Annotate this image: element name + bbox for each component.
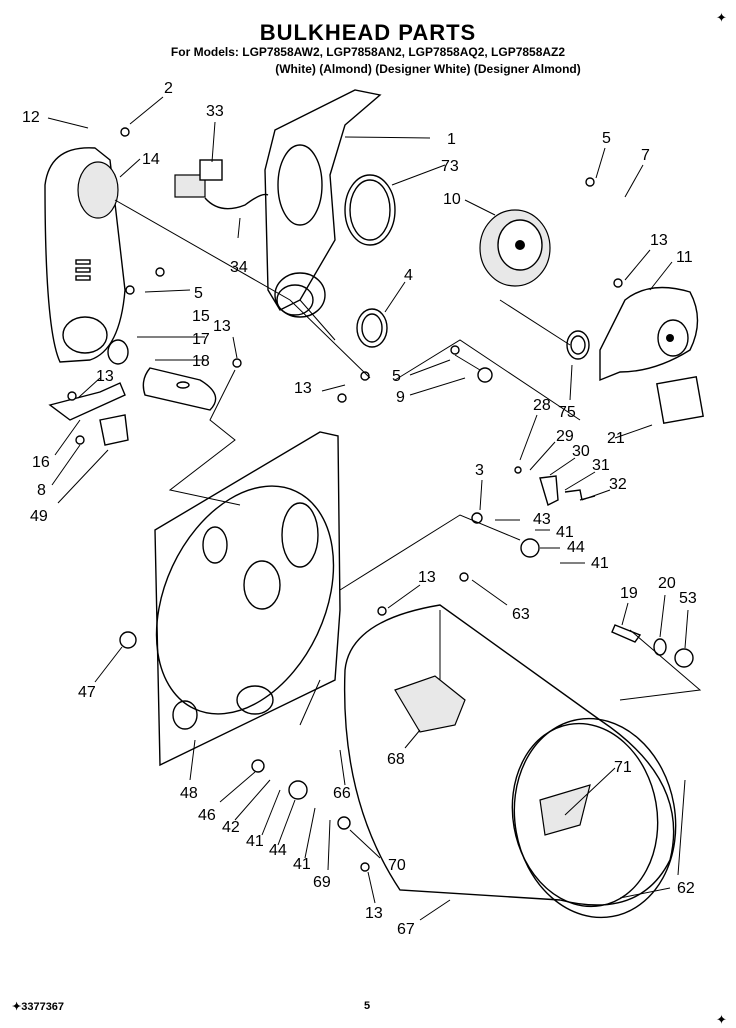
seal-part (344, 174, 396, 246)
callout-41: 41 (293, 856, 311, 873)
callout-53: 53 (679, 590, 697, 607)
model-list: For Models: LGP7858AW2, LGP7858AN2, LGP7… (170, 45, 566, 59)
callout-75: 75 (558, 404, 576, 421)
callout-13: 13 (365, 905, 383, 922)
roller-part (288, 780, 308, 800)
callout-34: 34 (230, 259, 248, 276)
doc-number: 3377367 (21, 1001, 65, 1013)
callout-42: 42 (222, 819, 240, 836)
callout-33: 33 (206, 103, 224, 120)
roller-part (520, 538, 540, 558)
callout-70: 70 (388, 857, 406, 874)
front-panel-part (44, 147, 126, 363)
blower-wheel-part (479, 209, 551, 287)
callout-9: 9 (396, 389, 405, 406)
bulkhead-housing-part (264, 89, 382, 318)
screw-part (67, 127, 623, 872)
callout-13: 13 (213, 318, 231, 335)
callout-16: 16 (32, 454, 50, 471)
callout-14: 14 (142, 151, 160, 168)
blower-housing-part (599, 286, 699, 382)
callout-69: 69 (313, 874, 331, 891)
knob-part (674, 648, 694, 668)
callout-13: 13 (650, 232, 668, 249)
callout-47: 47 (78, 684, 96, 701)
callout-41: 41 (246, 833, 264, 850)
idler-part (539, 475, 559, 506)
callout-11: 11 (676, 249, 693, 266)
bracket-part (48, 382, 129, 446)
doc-number-mark: ✦ (12, 1001, 22, 1013)
bearing-part (477, 367, 493, 383)
callout-31: 31 (592, 457, 610, 474)
callout-12: 12 (22, 109, 40, 126)
callout-30: 30 (572, 443, 590, 460)
callout-41: 41 (591, 555, 609, 572)
callout-28: 28 (533, 397, 551, 414)
callout-17: 17 (192, 331, 210, 348)
leader-lines (47, 96, 689, 921)
page-title: BULKHEAD PARTS (259, 20, 477, 45)
callout-29: 29 (556, 428, 574, 445)
drum-part (343, 604, 677, 919)
page-number: 5 (364, 1000, 371, 1012)
callout-13: 13 (294, 380, 312, 397)
callout-19: 19 (620, 585, 638, 602)
label-part (656, 376, 704, 424)
callout-48: 48 (180, 785, 198, 802)
color-list: (White) (Almond) (Designer White) (Desig… (275, 62, 581, 76)
callout-20: 20 (658, 575, 676, 592)
callout-18: 18 (192, 353, 210, 370)
callout-68: 68 (387, 751, 405, 768)
callout-32: 32 (609, 476, 627, 493)
callout-4: 4 (404, 267, 413, 284)
corner-mark: ✦ (716, 10, 727, 25)
corner-mark: ✦ (716, 1012, 727, 1027)
callout-71: 71 (614, 759, 632, 776)
callout-44: 44 (567, 539, 585, 556)
callout-8: 8 (37, 482, 46, 499)
callout-2: 2 (164, 80, 173, 97)
callout-13: 13 (418, 569, 436, 586)
callout-1: 1 (447, 131, 456, 148)
callout-49: 49 (30, 508, 48, 525)
callout-5: 5 (194, 285, 203, 302)
callout-73: 73 (441, 158, 459, 175)
duct-part (107, 339, 217, 411)
callout-41: 41 (556, 524, 574, 541)
callout-63: 63 (512, 606, 530, 623)
callout-67: 67 (397, 921, 415, 938)
wire-harness-part (174, 159, 269, 210)
callout-13: 13 (96, 368, 114, 385)
callout-43: 43 (533, 511, 551, 528)
roller-part (119, 631, 137, 649)
rear-bulkhead-part (154, 431, 341, 767)
callout-44: 44 (269, 842, 287, 859)
callout-21: 21 (607, 430, 625, 447)
blower-seal-part (566, 330, 590, 360)
callout-62: 62 (677, 880, 695, 897)
callout-5: 5 (602, 130, 611, 147)
document-number: ✦3377367 (12, 1000, 64, 1013)
callout-3: 3 (475, 462, 484, 479)
callout-66: 66 (333, 785, 351, 802)
alignment-lines (114, 199, 702, 726)
callout-46: 46 (198, 807, 216, 824)
callout-7: 7 (641, 147, 650, 164)
callout-15: 15 (192, 308, 210, 325)
callout-labels: 1 2 3 4 5 5 5 7 9 10 11 12 13 13 13 13 1… (22, 80, 697, 938)
callout-5: 5 (392, 368, 401, 385)
callout-10: 10 (443, 191, 461, 208)
